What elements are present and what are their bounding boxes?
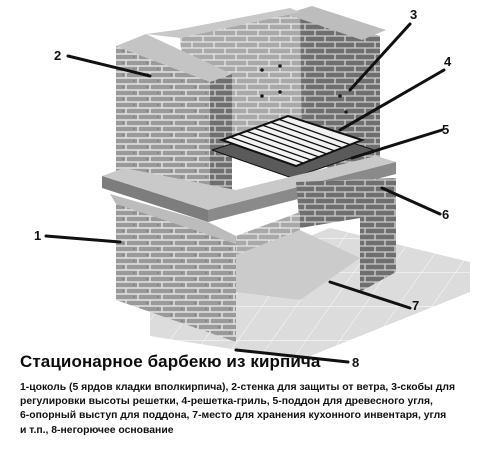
caption-line: и т.п., 8-негорючее основание	[20, 424, 174, 436]
plinth-left-cap	[110, 194, 236, 244]
callout-8: 8	[352, 355, 359, 370]
callout-2: 2	[54, 48, 61, 63]
left-wall-top	[116, 34, 232, 82]
support-ledge-front	[102, 176, 208, 222]
storage-floor	[236, 230, 360, 300]
right-wall-top	[286, 6, 386, 40]
callout-1: 1	[34, 228, 41, 243]
callout-3: 3	[410, 7, 417, 22]
plinth-back	[236, 212, 300, 255]
callout-7: 7	[412, 298, 419, 313]
figure-title: Стационарное барбекю из кирпича	[20, 352, 321, 371]
height-brackets	[260, 64, 348, 114]
figure-caption: 1-цоколь (5 ярдов кладки вполкирпича), 2…	[20, 381, 488, 438]
caption-line: регулировки высоты решетки, 4-решетка-гр…	[20, 396, 433, 408]
back-wall-top	[146, 8, 300, 38]
callout-4: 4	[444, 54, 452, 69]
support-ledge	[102, 156, 396, 210]
caption-line: 1-цоколь (5 ярдов кладки вполкирпича), 2…	[20, 382, 456, 393]
grill-grid	[219, 114, 365, 168]
callout-6: 6	[442, 207, 449, 222]
caption-line: 6-опорный выступ для поддона, 7-место дл…	[20, 410, 447, 422]
plinth-right	[296, 178, 396, 292]
callout-5: 5	[442, 122, 449, 137]
leader-lines	[44, 22, 446, 364]
